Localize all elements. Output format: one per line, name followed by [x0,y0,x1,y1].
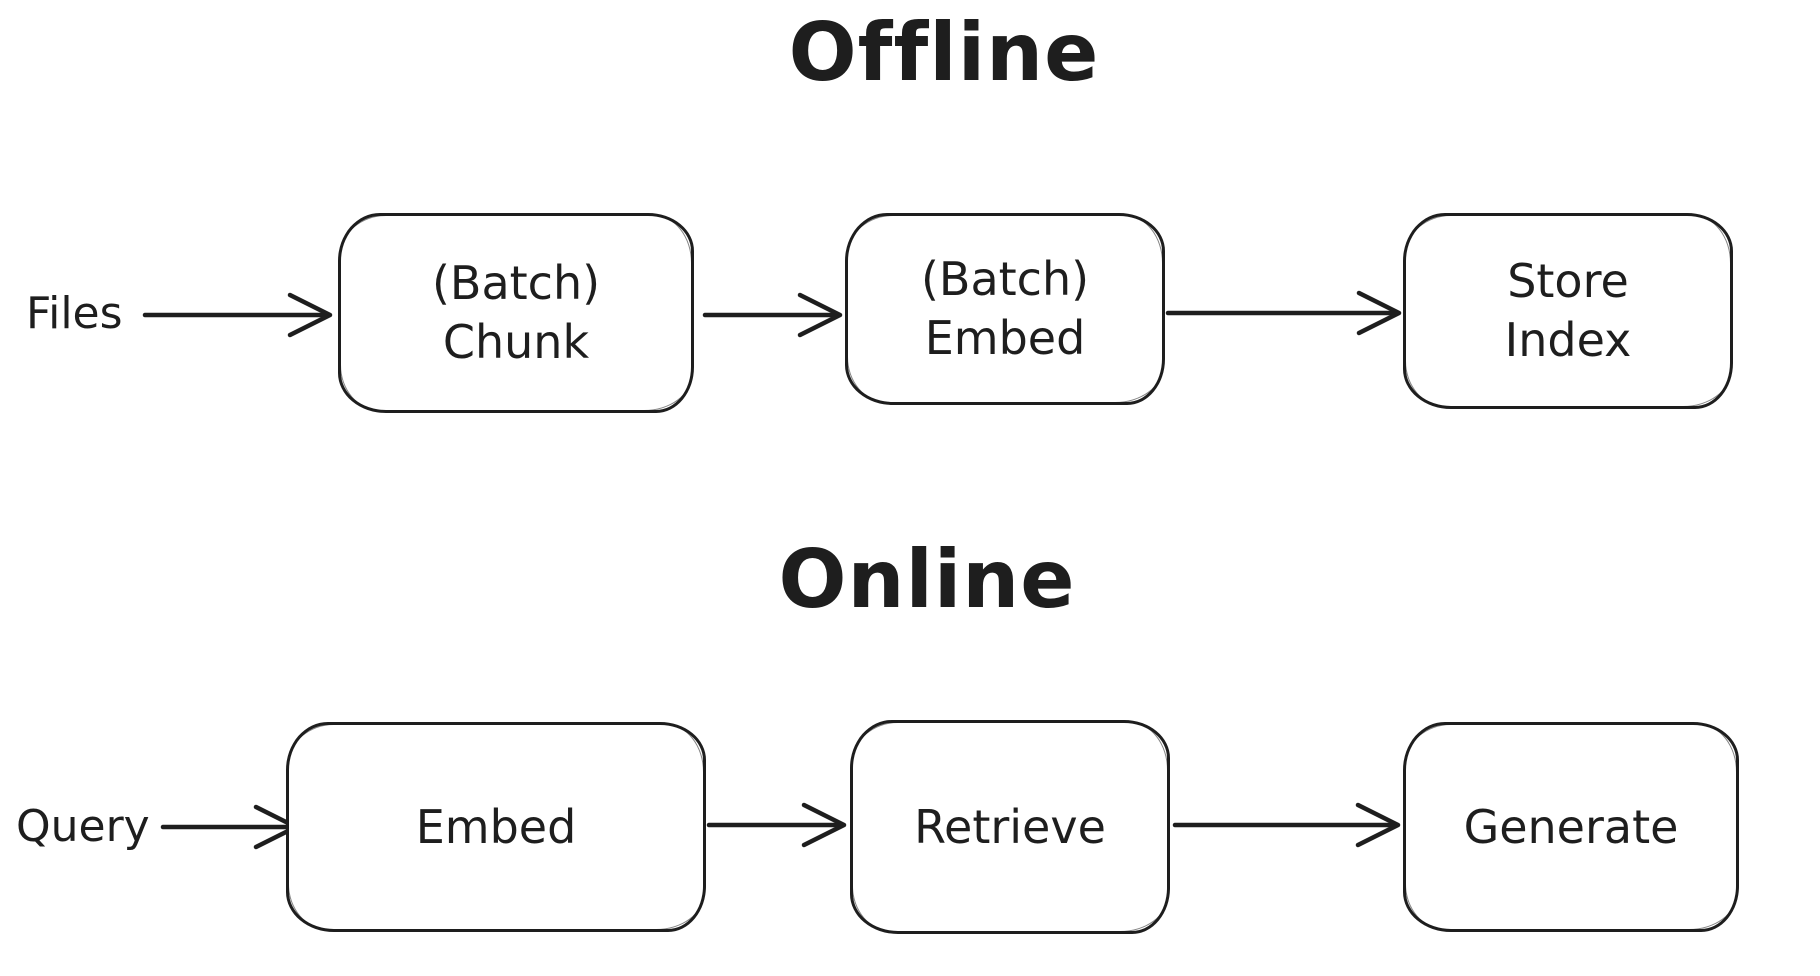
node-batch-embed-label: (Batch) Embed [920,252,1090,365]
files-label: Files [26,288,123,339]
arrow-retrieve-to-generate [1172,802,1401,848]
arrow-embed-to-retrieve [706,802,847,848]
node-batch-embed: (Batch) Embed [845,213,1165,405]
arrow-files-to-batch-chunk [142,292,333,338]
node-batch-chunk-label: (Batch) Chunk [431,256,601,369]
online-section-title: Online [778,533,1076,626]
node-embed: Embed [286,722,706,932]
arrow-batch-embed-to-store-index [1165,290,1402,336]
node-store-index-label: Store Index [1504,254,1632,367]
node-retrieve-label: Retrieve [914,799,1106,854]
node-retrieve: Retrieve [850,720,1170,934]
node-batch-chunk: (Batch) Chunk [338,213,694,413]
node-generate-label: Generate [1463,799,1679,854]
node-store-index: Store Index [1403,213,1733,409]
query-label: Query [16,801,150,852]
offline-section-title: Offline [788,6,1100,99]
node-embed-label: Embed [415,799,577,854]
arrow-query-to-embed [160,804,299,850]
arrow-batch-chunk-to-batch-embed [702,292,843,338]
node-generate: Generate [1403,722,1739,932]
